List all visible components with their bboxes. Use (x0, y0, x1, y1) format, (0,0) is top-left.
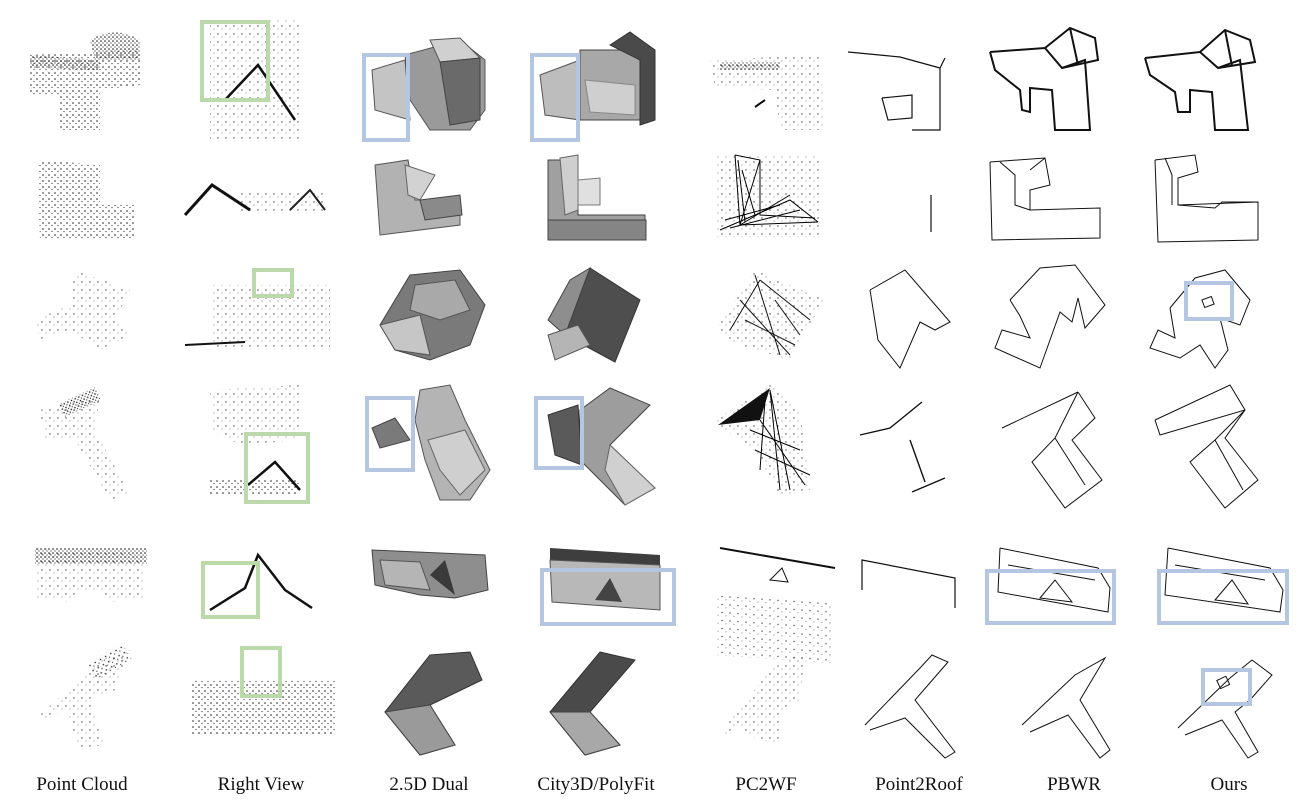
column-label-right-view: Right View (217, 774, 305, 795)
row-4-pc2wf-image (715, 385, 811, 495)
row-3-rightview-image (184, 268, 330, 347)
row-1-dual-mesh (362, 37, 486, 142)
row-2-pbwr-wireframe (989, 157, 1101, 241)
row-4-pbwr-wireframe (1001, 391, 1103, 509)
green-highlight-box (201, 561, 260, 619)
row-5-city3d-mesh (540, 548, 676, 626)
row-6-pc2wf-image (715, 650, 805, 745)
row-6-rightview-image (192, 646, 335, 735)
column-label-ours: Ours (1210, 774, 1248, 795)
column-label-2-5d-dual: 2.5D Dual (389, 774, 469, 795)
row-5-pointcloud-image (35, 548, 147, 602)
row-1 (30, 20, 1257, 142)
column-label-city3d-polyfit: City3D/PolyFit (537, 774, 655, 795)
green-highlight-box (244, 432, 310, 504)
green-highlight-box (252, 268, 294, 298)
row-3-dual-mesh (379, 269, 486, 361)
row-5-rightview-image (201, 552, 313, 619)
row-3-pc2wf-image (715, 270, 825, 360)
row-4-city3d-mesh (534, 387, 656, 506)
row-3 (35, 264, 1251, 369)
row-2-pointcloud-image (38, 160, 135, 240)
row-6-ours-wireframe (1177, 659, 1273, 759)
row-6-pbwr-wireframe (1021, 656, 1111, 759)
row-5-pbwr-wireframe (985, 547, 1116, 625)
green-highlight-box (200, 20, 270, 102)
row-6 (40, 643, 1273, 759)
blue-highlight-box (1157, 569, 1289, 625)
row-1-point2roof-wireframe (847, 51, 946, 131)
row-6-dual-mesh (384, 651, 483, 756)
row-3-pbwr-wireframe (994, 264, 1106, 369)
comparison-figure (30, 20, 1289, 759)
row-2-dual-mesh (374, 159, 463, 236)
column-label-point2roof: Point2Roof (875, 774, 963, 795)
row-2-pc2wf-image (715, 154, 820, 237)
row-4-point2roof-wireframe (859, 401, 946, 493)
column-label-pbwr: PBWR (1047, 774, 1101, 795)
row-2-city3d-mesh (547, 154, 647, 241)
row-2-rightview-image (183, 183, 326, 217)
row-5-pc2wf-image (715, 547, 836, 664)
column-label-pc2wf: PC2WF (735, 774, 797, 795)
row-4 (40, 384, 1259, 509)
row-6-point2roof-wireframe (864, 654, 956, 759)
blue-highlight-box (530, 53, 580, 142)
row-2 (38, 154, 1259, 243)
row-6-city3d-mesh (548, 651, 636, 756)
row-3-point2roof-wireframe (869, 269, 951, 369)
row-1-pointcloud-image (30, 32, 140, 130)
green-highlight-box (240, 646, 282, 698)
blue-highlight-box (365, 396, 415, 472)
blue-highlight-box (362, 53, 410, 142)
row-3-ours-wireframe (1149, 269, 1251, 369)
row-1-ours-wireframe (1144, 28, 1257, 131)
row-6-pointcloud-image (40, 643, 133, 748)
row-2-ours-wireframe (1154, 154, 1259, 243)
blue-highlight-box (1184, 281, 1234, 321)
row-4-dual-mesh (365, 384, 491, 501)
row-4-ours-wireframe (1154, 384, 1259, 509)
row-5-dual-mesh (371, 549, 489, 599)
row-5-point2roof-wireframe (861, 559, 956, 608)
row-4-pointcloud-image (40, 387, 130, 500)
row-1-rightview-image (200, 20, 300, 140)
row-5-ours-wireframe (1157, 547, 1289, 625)
row-3-pointcloud-image (35, 270, 130, 350)
blue-highlight-box (534, 396, 584, 470)
row-1-pc2wf-image (710, 55, 825, 130)
column-label-point-cloud: Point Cloud (36, 774, 128, 795)
blue-highlight-box (985, 569, 1116, 625)
row-5 (35, 547, 1289, 664)
blue-highlight-box (1201, 668, 1252, 706)
blue-highlight-box (540, 568, 676, 626)
row-1-pbwr-wireframe (989, 26, 1100, 131)
row-4-rightview-image (210, 385, 310, 504)
row-1-city3d-mesh (530, 31, 656, 142)
row-3-city3d-mesh (547, 266, 641, 363)
